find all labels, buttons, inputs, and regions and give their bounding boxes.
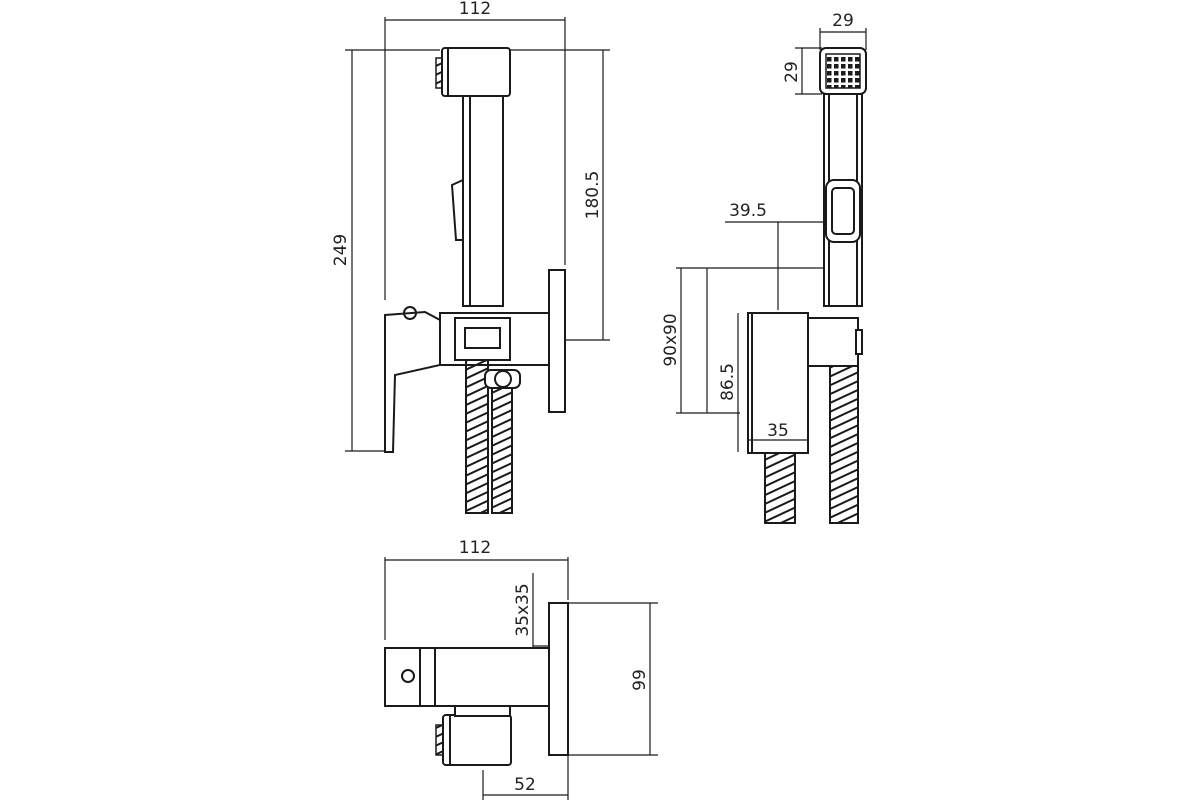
top-wall-plate	[548, 602, 569, 756]
front-total-height-dimension: 249	[331, 49, 440, 452]
side-head-width-label: 29	[832, 11, 854, 31]
side-body-height-dimension: 86.5	[718, 313, 739, 452]
top-width-dimension: 112	[384, 538, 569, 640]
side-plate-dimension: 90x90	[661, 267, 824, 414]
front-total-height-label: 249	[331, 234, 351, 266]
front-hose	[465, 359, 521, 514]
top-valve-body	[419, 647, 550, 707]
side-body-height-label: 86.5	[718, 363, 738, 401]
front-shower-handle	[450, 95, 504, 307]
front-shower-height-dimension: 180.5	[510, 49, 610, 341]
front-wall-plate	[548, 269, 566, 413]
top-projection-label: 52	[514, 775, 536, 795]
side-view: 29 29 39.5	[661, 11, 867, 524]
front-holder	[439, 312, 551, 366]
top-shower-head	[435, 705, 512, 766]
side-head-height-dimension: 29	[782, 47, 822, 95]
top-body-section-label: 35x35	[513, 583, 533, 636]
side-head-height-label: 29	[782, 61, 802, 83]
top-plate-height-dimension: 99	[568, 602, 658, 756]
top-plate-height-label: 99	[630, 669, 650, 691]
side-body-depth-label: 35	[767, 421, 789, 441]
side-hose	[764, 365, 859, 524]
top-width-label: 112	[459, 538, 491, 558]
top-projection-dimension: 52	[482, 755, 569, 800]
front-valve-lever	[384, 306, 441, 453]
side-offset-dimension: 39.5	[725, 201, 826, 310]
side-head-width-dimension: 29	[819, 11, 867, 50]
front-width-label: 112	[459, 0, 491, 19]
side-shower-head	[819, 47, 867, 95]
front-view: 112 249 180.5	[331, 0, 610, 514]
front-width-dimension: 112	[384, 0, 566, 300]
side-plate-label: 90x90	[661, 313, 681, 366]
side-offset-label: 39.5	[729, 201, 767, 221]
front-shower-height-label: 180.5	[583, 171, 603, 220]
side-valve-body	[747, 312, 863, 454]
front-shower-head	[435, 47, 511, 97]
side-shower-handle	[823, 93, 863, 307]
top-view: 112 35x35 99	[384, 538, 658, 800]
side-body-depth-dimension: 35	[748, 421, 808, 441]
